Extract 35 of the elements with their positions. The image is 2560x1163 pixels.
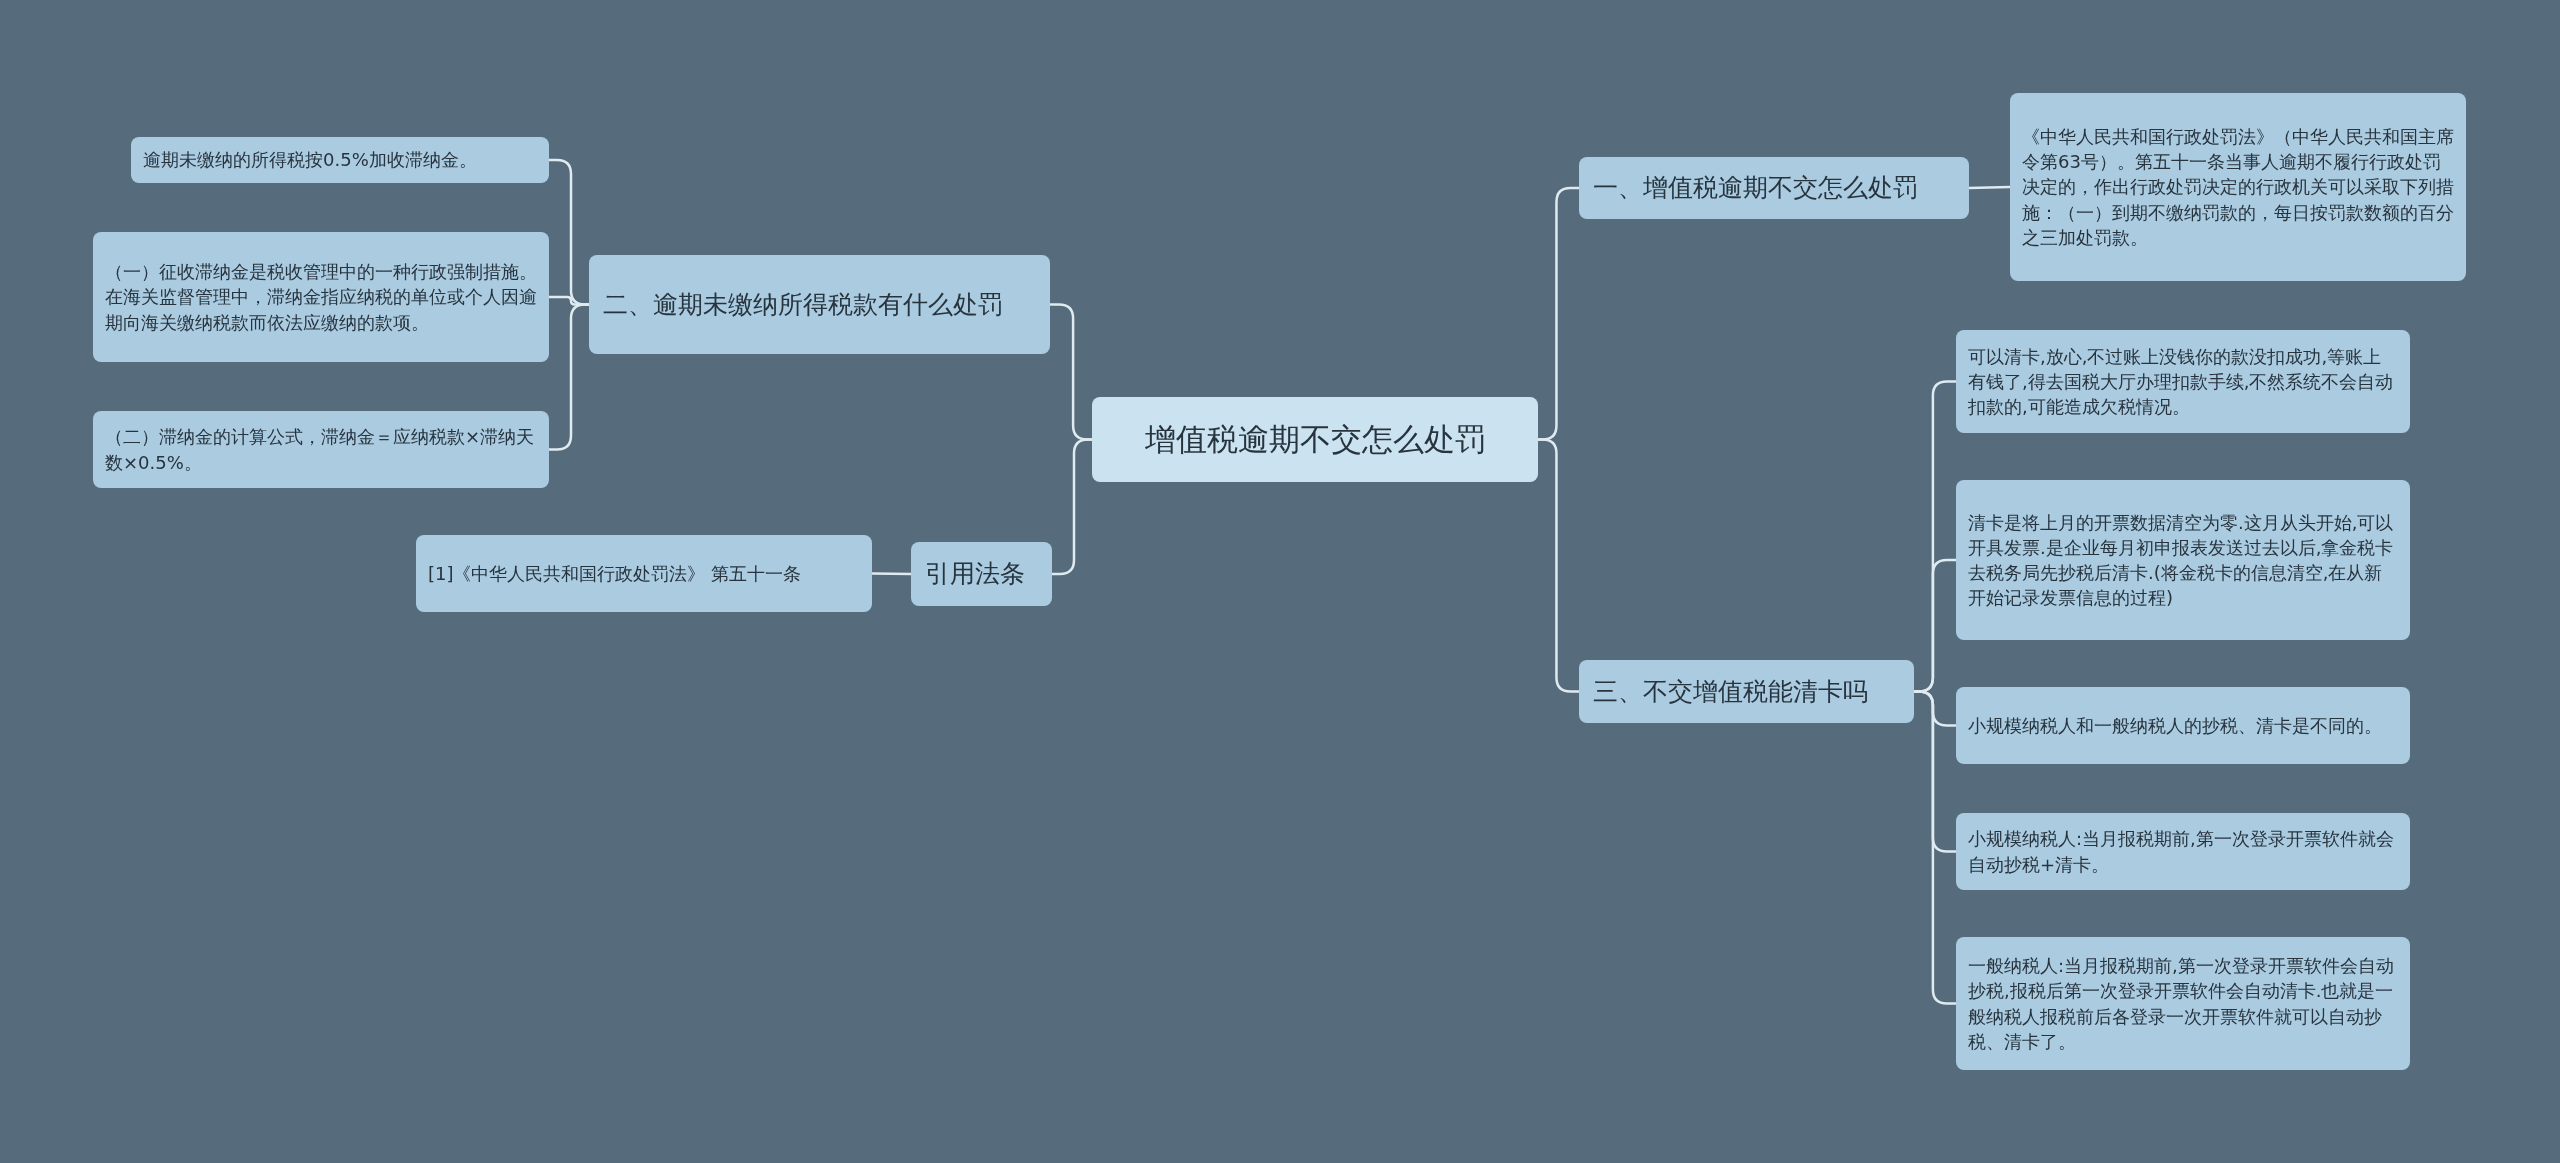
detail-card	[1956, 687, 2410, 764]
topic-text: 小规模纳税人和一般纳税人的抄税、清卡是不同的。	[1968, 713, 2383, 738]
branch-topic	[911, 542, 1052, 606]
topic-text: 二、逾期未缴纳所得税款有什么处罚	[603, 288, 1004, 321]
topic-text: 增值税逾期不交怎么处罚	[1143, 419, 1487, 459]
detail-card	[131, 137, 549, 183]
branch-topic	[1579, 660, 1914, 723]
branch-topic	[1579, 157, 1969, 219]
connector-line	[1968, 185, 2011, 190]
topic-text: 逾期未缴纳的所得税按0.5%加收滞纳金。	[143, 148, 478, 173]
topic-text: （二）滞纳金的计算公式，滞纳金＝应纳税款×滞纳天数×0.5%。	[105, 425, 536, 475]
detail-card	[1956, 330, 2410, 433]
central-topic	[1092, 397, 1538, 482]
detail-card	[1956, 813, 2410, 890]
topic-text: 《中华人民共和国行政处罚法》（中华人民共和国主席令第63号）。第五十一条当事人逾期不履行行政处罚决定的，作出行政处罚决定的行政机关可以采取下列措施：（一）到期不缴纳罚款的，每日按罚款数额的百分之三加处罚款。	[2022, 125, 2454, 250]
detail-card	[2010, 93, 2466, 281]
topic-text: 三、不交增值税能清卡吗	[1593, 675, 1869, 708]
detail-card	[1956, 480, 2410, 640]
topic-text: [1]《中华人民共和国行政处罚法》 第五十一条	[428, 561, 803, 586]
topic-text: 清卡是将上月的开票数据清空为零.这月从头开始,可以开具发票.是企业每月初申报表发送过去以后,拿金税卡去税务局先抄税后清卡.(将金税卡的信息清空,在从新开始记录发票信息的过程)	[1968, 510, 2395, 611]
branch-topic	[589, 255, 1050, 354]
topic-text: 可以清卡,放心,不过账上没钱你的款没扣成功,等账上有钱了,得去国税大厅办理扣款手续,不然系统不会自动扣款的,可能造成欠税情况。	[1968, 344, 2395, 420]
connector-line	[1538, 438, 1579, 693]
connector-line	[1052, 438, 1092, 576]
detail-card	[1956, 937, 2410, 1070]
topic-text: 引用法条	[925, 558, 1026, 591]
topic-text: 一般纳税人:当月报税期前,第一次登录开票软件会自动抄税,报税后第一次登录开票软件会自动清卡.也就是一般纳税人报税前后各登录一次开票软件就可以自动抄税、清卡了。	[1968, 954, 2395, 1054]
topic-text: 小规模纳税人:当月报税期前,第一次登录开票软件就会自动抄税+清卡。	[1968, 827, 2395, 877]
topic-text: （一）征收滞纳金是税收管理中的一种行政强制措施。在海关监督管理中，滞纳金指应纳税的单位或个人因逾期向海关缴纳税款而依法应缴纳的款项。	[105, 260, 537, 335]
connector-line	[872, 572, 911, 576]
connector-line	[549, 303, 589, 451]
detail-card	[93, 411, 549, 488]
detail-card	[93, 232, 549, 362]
topic-text: 一、增值税逾期不交怎么处罚	[1593, 172, 1919, 205]
detail-card	[416, 535, 872, 612]
